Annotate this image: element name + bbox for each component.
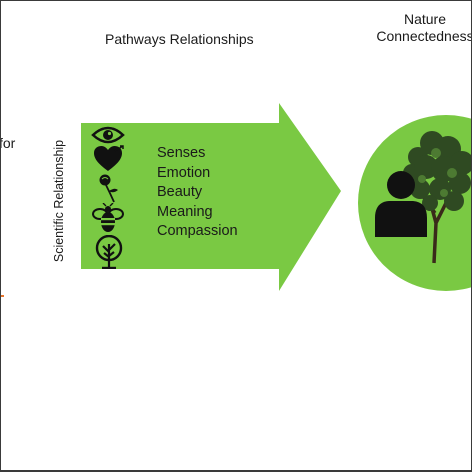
rose-icon: [99, 174, 118, 203]
pathways-header: Pathways Relationships: [105, 31, 254, 47]
tree-foliage: [403, 131, 471, 211]
pathway-compassion: Compassion: [157, 223, 238, 239]
nature-header-line2: Connectedness: [376, 28, 472, 44]
left-cut-text: for: [0, 135, 16, 151]
pathway-beauty: Beauty: [157, 184, 203, 200]
pathway-emotion: Emotion: [157, 164, 211, 181]
pathways-arrow: [81, 103, 341, 291]
tree-icon: [95, 235, 123, 269]
nature-connectedness-header: Nature Connectedness: [369, 11, 472, 45]
nature-header-line1: Nature: [403, 11, 447, 27]
orange-accent-mark: [1, 295, 4, 297]
pathways-list: Senses Emotion Beauty Meaning Compassion: [157, 144, 238, 242]
eye-icon: [91, 126, 125, 144]
person-silhouette: [375, 171, 427, 237]
pathway-meaning: Meaning: [157, 203, 213, 220]
heart-icon: [94, 145, 124, 171]
scientific-relationship-label: Scientific Relationship: [52, 139, 66, 263]
bee-icon: [92, 203, 124, 232]
pathway-senses: Senses: [157, 145, 206, 161]
nature-connectedness-circle: [358, 115, 471, 291]
